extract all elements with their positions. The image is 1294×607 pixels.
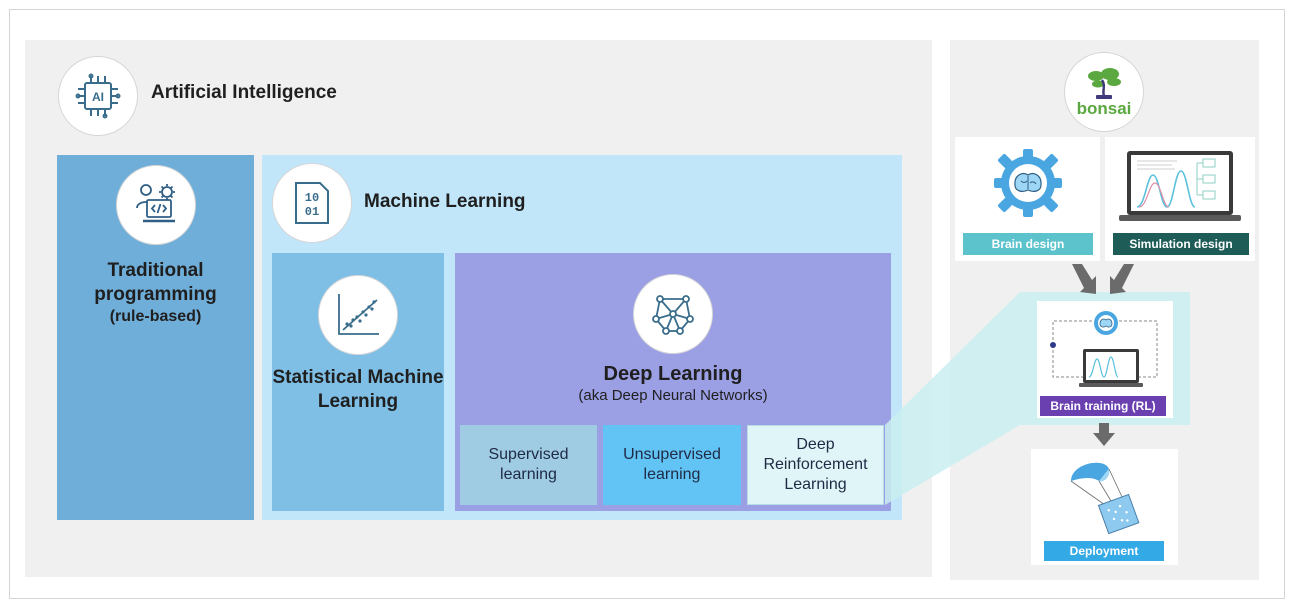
unsupervised-line1: Unsupervised: [623, 446, 721, 463]
drl-line2: Reinforcement: [763, 456, 868, 473]
statistical-line1: Statistical Machine: [272, 367, 444, 388]
bonsai-logo: bonsai: [1064, 52, 1144, 132]
bonsai-logo-text: bonsai: [1076, 99, 1132, 118]
binary-icon: 10 01: [272, 163, 352, 243]
neural-network-icon: [633, 274, 713, 354]
traditional-line1: Traditional: [107, 260, 204, 281]
scatter-plot-icon: [318, 275, 398, 355]
deployment-card: Deployment: [1031, 449, 1178, 565]
ai-icon-text: AI: [92, 90, 104, 104]
unsupervised-line2: learning: [643, 466, 701, 483]
developer-code-icon: [116, 165, 196, 245]
bonsai-tree-icon: [1087, 68, 1121, 99]
drl-line3: Learning: [784, 476, 847, 493]
drl-line1: Deep: [796, 436, 835, 453]
laptop-simulation-icon: [1119, 151, 1241, 221]
supervised-line2: learning: [500, 466, 557, 483]
merge-arrows-icon: [1072, 264, 1134, 294]
brain-design-label: Brain design: [963, 233, 1093, 255]
simulation-design-card: Simulation design: [1105, 137, 1255, 261]
traditional-line3: (rule-based): [109, 308, 202, 325]
brain-training-label: Brain training (RL): [1040, 396, 1166, 416]
simulation-design-label: Simulation design: [1113, 233, 1249, 255]
training-loop-icon: [1050, 311, 1158, 387]
brain-training-card: Brain training (RL): [1037, 301, 1173, 418]
supervised-line1: Supervised: [488, 446, 569, 463]
binary-icon-bottom: 01: [305, 205, 319, 219]
gear-brain-icon: [994, 149, 1062, 217]
deep-reinforcement-learning-box: Deep Reinforcement Learning: [747, 425, 884, 505]
unsupervised-learning-box: Unsupervised learning: [603, 425, 741, 505]
deep-learning-subtitle: (aka Deep Neural Networks): [578, 387, 768, 404]
brain-design-card: Brain design: [955, 137, 1100, 261]
binary-icon-top: 10: [305, 191, 319, 205]
parachute-package-icon: [1070, 462, 1140, 535]
ai-title: Artificial Intelligence: [151, 82, 337, 103]
statistical-line2: Learning: [317, 391, 399, 412]
ml-title: Machine Learning: [364, 191, 526, 212]
deployment-label: Deployment: [1044, 541, 1164, 561]
traditional-line2: programming: [94, 284, 217, 305]
deep-learning-title: Deep Learning: [603, 363, 743, 385]
ai-chip-icon: AI: [58, 56, 138, 136]
supervised-learning-box: Supervised learning: [460, 425, 597, 505]
arrow-down-icon: [1093, 423, 1115, 446]
